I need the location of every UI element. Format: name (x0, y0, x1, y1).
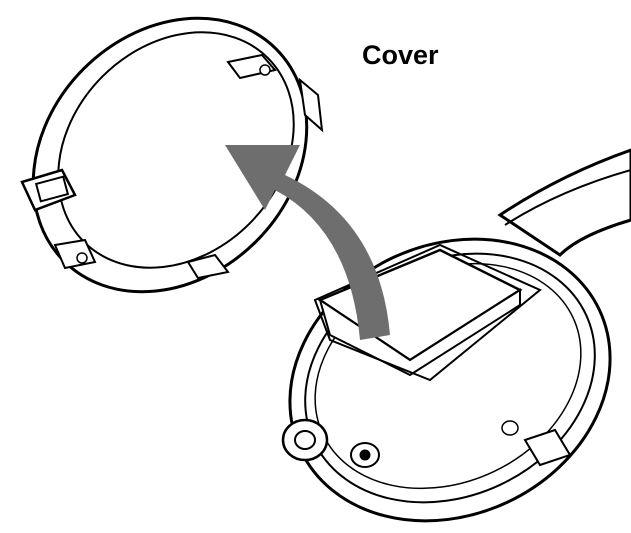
arrow (225, 145, 390, 340)
cover-label: Cover (362, 40, 439, 70)
headband-cable (497, 148, 631, 257)
cover-part (20, 16, 324, 294)
